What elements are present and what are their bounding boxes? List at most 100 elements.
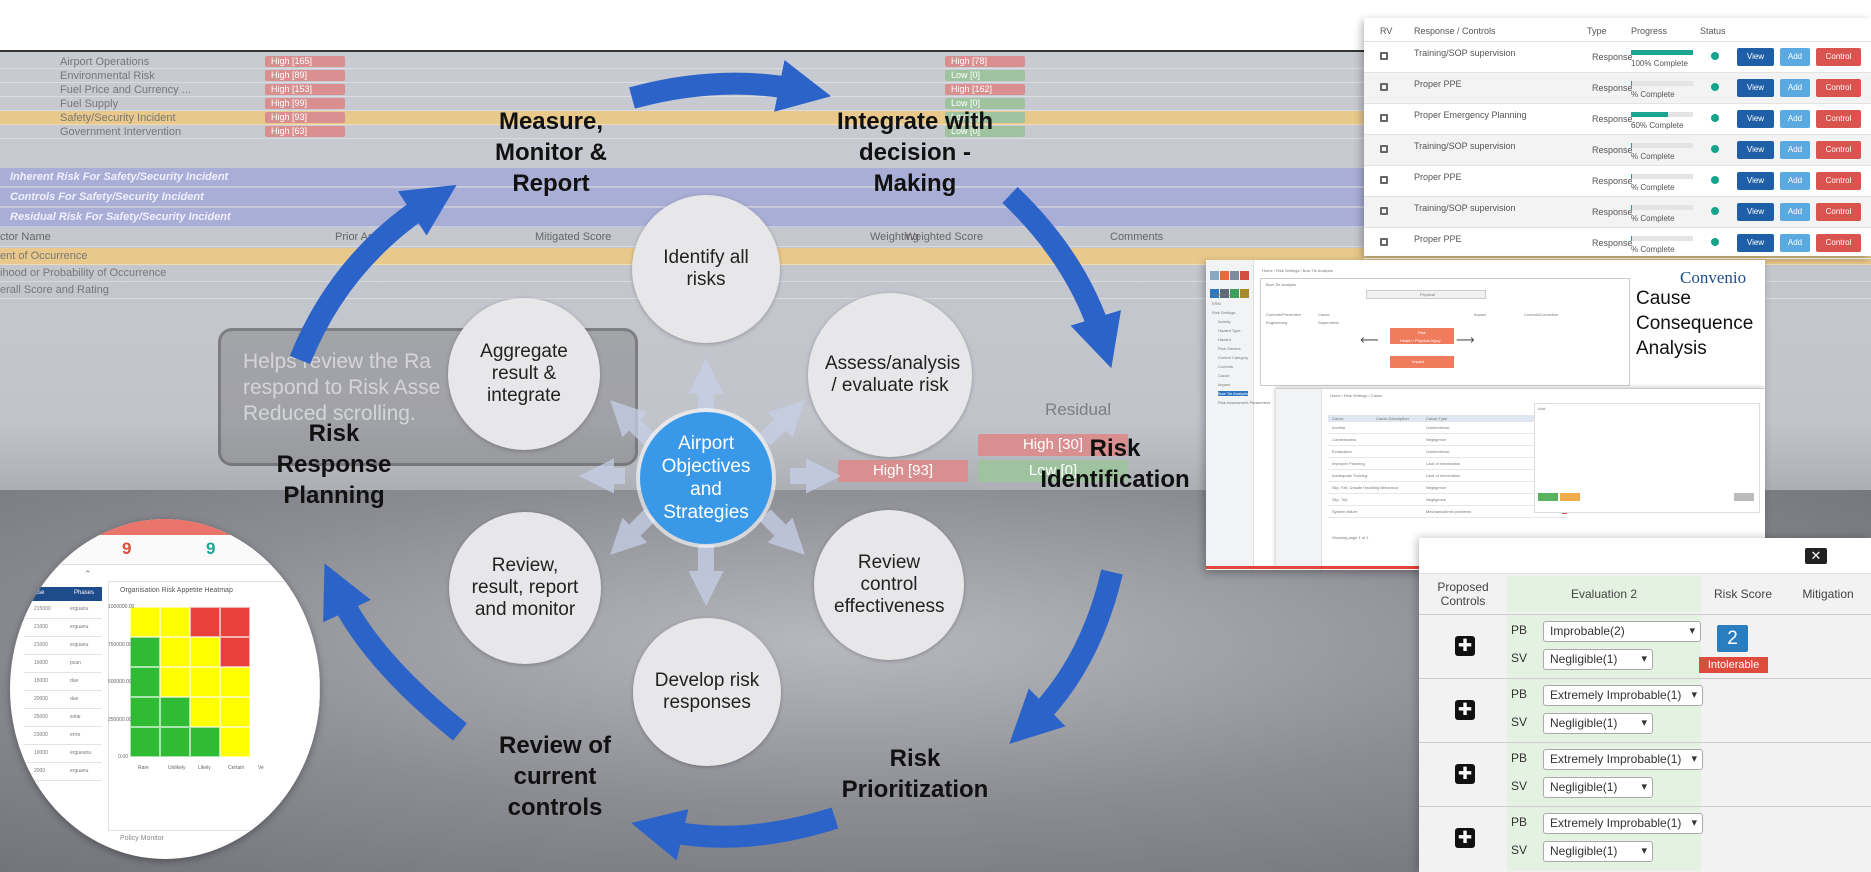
risk-table-row: 23000 error bbox=[24, 727, 102, 745]
heatmap-cell bbox=[190, 637, 220, 667]
risk-table-cell: ergueanu bbox=[70, 750, 92, 756]
background-column-label: Weighting bbox=[870, 231, 919, 243]
view-button[interactable]: View bbox=[1737, 203, 1774, 221]
sidebar-item[interactable]: Activity bbox=[1218, 319, 1231, 324]
add-control-icon[interactable]: ✚ bbox=[1455, 764, 1475, 784]
header-rv: RV bbox=[1380, 26, 1393, 36]
cause-row-divider bbox=[1328, 445, 1568, 446]
sidebar-item[interactable]: Risk Assessment Parameters bbox=[1218, 400, 1271, 405]
severity-select[interactable]: Negligible(1) bbox=[1543, 649, 1653, 670]
cause-row-divider bbox=[1328, 505, 1568, 506]
probability-select[interactable]: Extremely Improbable(1) bbox=[1543, 749, 1703, 770]
add-button[interactable]: Add bbox=[1780, 110, 1810, 128]
cause-cell: Exhaustion bbox=[1332, 449, 1352, 454]
expand-icon[interactable] bbox=[1380, 83, 1388, 91]
view-button[interactable]: View bbox=[1737, 110, 1774, 128]
severity-select[interactable]: Negligible(1) bbox=[1543, 777, 1653, 798]
expand-icon[interactable] bbox=[1380, 176, 1388, 184]
sidebar-item[interactable]: Control Category bbox=[1218, 355, 1249, 360]
form-save-btn[interactable] bbox=[1538, 493, 1558, 501]
sidebar-item[interactable]: ERM bbox=[1212, 301, 1221, 306]
control-button[interactable]: Control bbox=[1816, 203, 1861, 221]
view-button[interactable]: View bbox=[1737, 79, 1774, 97]
expand-icon[interactable] bbox=[1380, 52, 1388, 60]
control-button[interactable]: Control bbox=[1816, 110, 1861, 128]
severity-select[interactable]: Negligible(1) bbox=[1543, 713, 1653, 734]
risk-table-cell: erguanu bbox=[70, 642, 89, 648]
heatmap-cell bbox=[130, 607, 160, 637]
risk-table-cell: error bbox=[70, 732, 81, 738]
severity-select[interactable]: Negligible(1) bbox=[1543, 841, 1653, 862]
probability-select[interactable]: Improbable(2) bbox=[1543, 621, 1701, 642]
background-chip: Low [0] bbox=[945, 98, 1025, 109]
form-reset-btn[interactable] bbox=[1560, 493, 1580, 501]
background-chip: High [99] bbox=[265, 98, 345, 109]
add-control-icon[interactable]: ✚ bbox=[1455, 636, 1475, 656]
cause-cell: Slip, Trip bbox=[1332, 497, 1348, 502]
control-button[interactable]: Control bbox=[1816, 234, 1861, 252]
heatmap-cell bbox=[130, 667, 160, 697]
view-button[interactable]: View bbox=[1737, 234, 1774, 252]
sidebar-tiles bbox=[1210, 268, 1254, 304]
sidebar-item[interactable]: Risk Settings bbox=[1212, 310, 1236, 315]
add-button[interactable]: Add bbox=[1780, 141, 1810, 159]
cause-row-divider bbox=[1328, 517, 1568, 518]
sidebar-item[interactable]: Hazard Type bbox=[1218, 328, 1241, 333]
background-chip: Low [0] bbox=[945, 70, 1025, 81]
response-name: Proper PPE bbox=[1414, 172, 1462, 182]
status-dot bbox=[1711, 145, 1719, 153]
view-button[interactable]: View bbox=[1737, 48, 1774, 66]
sidebar-item[interactable]: Hazard bbox=[1218, 337, 1231, 342]
background-row-label: Environmental Risk bbox=[60, 70, 155, 82]
add-button[interactable]: Add bbox=[1780, 79, 1810, 97]
heatmap-cell bbox=[160, 697, 190, 727]
add-control-icon[interactable]: ✚ bbox=[1455, 700, 1475, 720]
heatmap-y-tick: 250000.00 bbox=[108, 716, 132, 723]
chevron-up-icon[interactable]: ⌃ bbox=[84, 569, 92, 579]
background-callout-text: Helps review the Ra respond to Risk Asse… bbox=[243, 350, 441, 425]
close-icon[interactable]: ✕ bbox=[1805, 548, 1827, 564]
add-button[interactable]: Add bbox=[1780, 48, 1810, 66]
add-control-icon[interactable]: ✚ bbox=[1455, 828, 1475, 848]
control-button[interactable]: Control bbox=[1816, 48, 1861, 66]
header-evaluation: Evaluation 2 bbox=[1507, 576, 1701, 612]
risk-table-cell: erguanu bbox=[70, 624, 89, 630]
expand-icon[interactable] bbox=[1380, 238, 1388, 246]
probability-select[interactable]: Extremely Improbable(1) bbox=[1543, 685, 1703, 706]
risk-table-cell: 20000 bbox=[34, 696, 48, 702]
background-row-label: Fuel Price and Currency ... bbox=[60, 84, 191, 96]
control-button[interactable]: Control bbox=[1816, 172, 1861, 190]
heatmap-y-tick: 1000000.00 bbox=[108, 604, 135, 610]
expand-icon[interactable] bbox=[1380, 114, 1388, 122]
col-description: Cause Description bbox=[1376, 416, 1409, 421]
expand-icon[interactable] bbox=[1380, 145, 1388, 153]
sidebar-item[interactable]: Impact bbox=[1218, 382, 1231, 387]
sidebar-item[interactable]: Dashboard bbox=[1212, 292, 1232, 297]
sidebar-item[interactable]: Controls bbox=[1218, 364, 1233, 369]
add-button[interactable]: Add bbox=[1780, 172, 1810, 190]
control-button[interactable]: Control bbox=[1816, 79, 1861, 97]
evaluation-panel: ✕ Proposed Controls Evaluation 2 Risk Sc… bbox=[1419, 538, 1871, 872]
risk-table-cell: erguanu bbox=[70, 768, 89, 774]
add-button[interactable]: Add bbox=[1780, 234, 1810, 252]
form-close-btn[interactable] bbox=[1734, 493, 1754, 501]
cause-cell: Negligence bbox=[1426, 497, 1447, 502]
expand-icon[interactable] bbox=[1380, 207, 1388, 215]
risk-table-cell: 23000 bbox=[34, 732, 48, 738]
view-button[interactable]: View bbox=[1737, 172, 1774, 190]
sidebar-item[interactable]: Cause bbox=[1218, 373, 1230, 378]
sidebar-item[interactable]: Risk Owners bbox=[1218, 346, 1241, 351]
add-button[interactable]: Add bbox=[1780, 203, 1810, 221]
heatmap-cell bbox=[190, 727, 220, 757]
response-type: Response bbox=[1592, 207, 1633, 217]
pb-label: PB bbox=[1511, 687, 1528, 701]
control-button[interactable]: Control bbox=[1816, 141, 1861, 159]
sidebar-item[interactable]: Bow Tie Analysis bbox=[1218, 391, 1249, 396]
probability-select[interactable]: Extremely Improbable(1) bbox=[1543, 813, 1703, 834]
inner-sidebar bbox=[1276, 389, 1322, 570]
view-button[interactable]: View bbox=[1737, 141, 1774, 159]
